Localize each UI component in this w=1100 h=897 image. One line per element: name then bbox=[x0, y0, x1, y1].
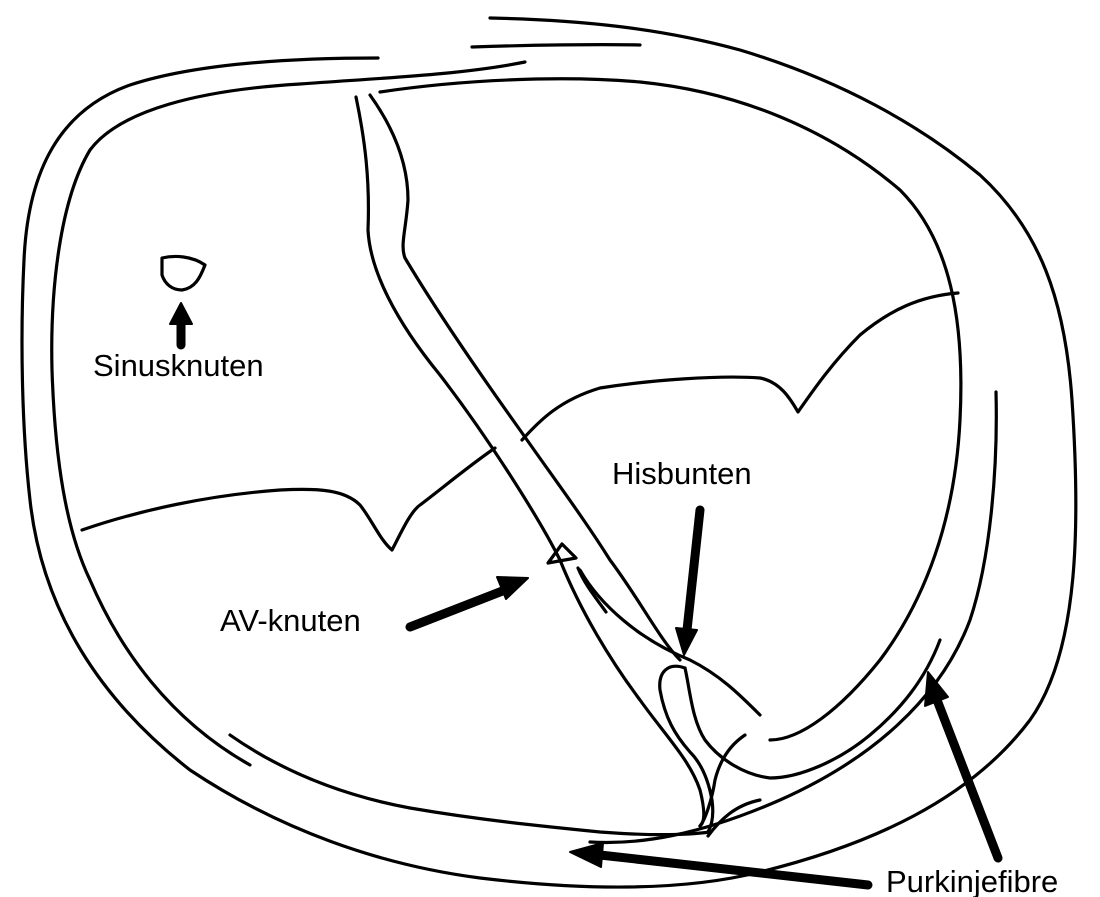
sinus-node-label: Sinusknuten bbox=[93, 348, 264, 383]
bundle-branch-upper bbox=[580, 570, 760, 715]
av-arrow-shaft bbox=[410, 590, 505, 627]
purkinje-arrow-bottom-shaft bbox=[600, 855, 868, 885]
purkinje-arrow-bottom-head bbox=[570, 843, 603, 867]
his-arrow-shaft bbox=[687, 510, 700, 630]
purkinje-arrow-right-head bbox=[925, 672, 948, 706]
sinus-node-shape bbox=[162, 256, 205, 290]
purkinje-arrow-right-shaft bbox=[937, 700, 998, 858]
lower-inner-wall bbox=[230, 735, 710, 835]
left-valve-line bbox=[82, 448, 495, 550]
right-valve-line bbox=[522, 293, 958, 440]
outer-wall-top-right-fragment bbox=[472, 45, 640, 47]
purkinje-fibre-label: Purkinjefibre bbox=[886, 864, 1058, 897]
av-node-label: AV-knuten bbox=[220, 603, 361, 638]
outer-wall-inner-contour bbox=[52, 62, 525, 765]
his-bundle-label: Hisbunten bbox=[612, 456, 752, 491]
septum-right-line bbox=[370, 95, 680, 660]
his-arrow-head bbox=[676, 628, 697, 655]
bundle-branch-right bbox=[685, 640, 940, 778]
outer-wall-outer-contour bbox=[22, 18, 1076, 887]
sinus-arrow-head bbox=[170, 303, 192, 324]
